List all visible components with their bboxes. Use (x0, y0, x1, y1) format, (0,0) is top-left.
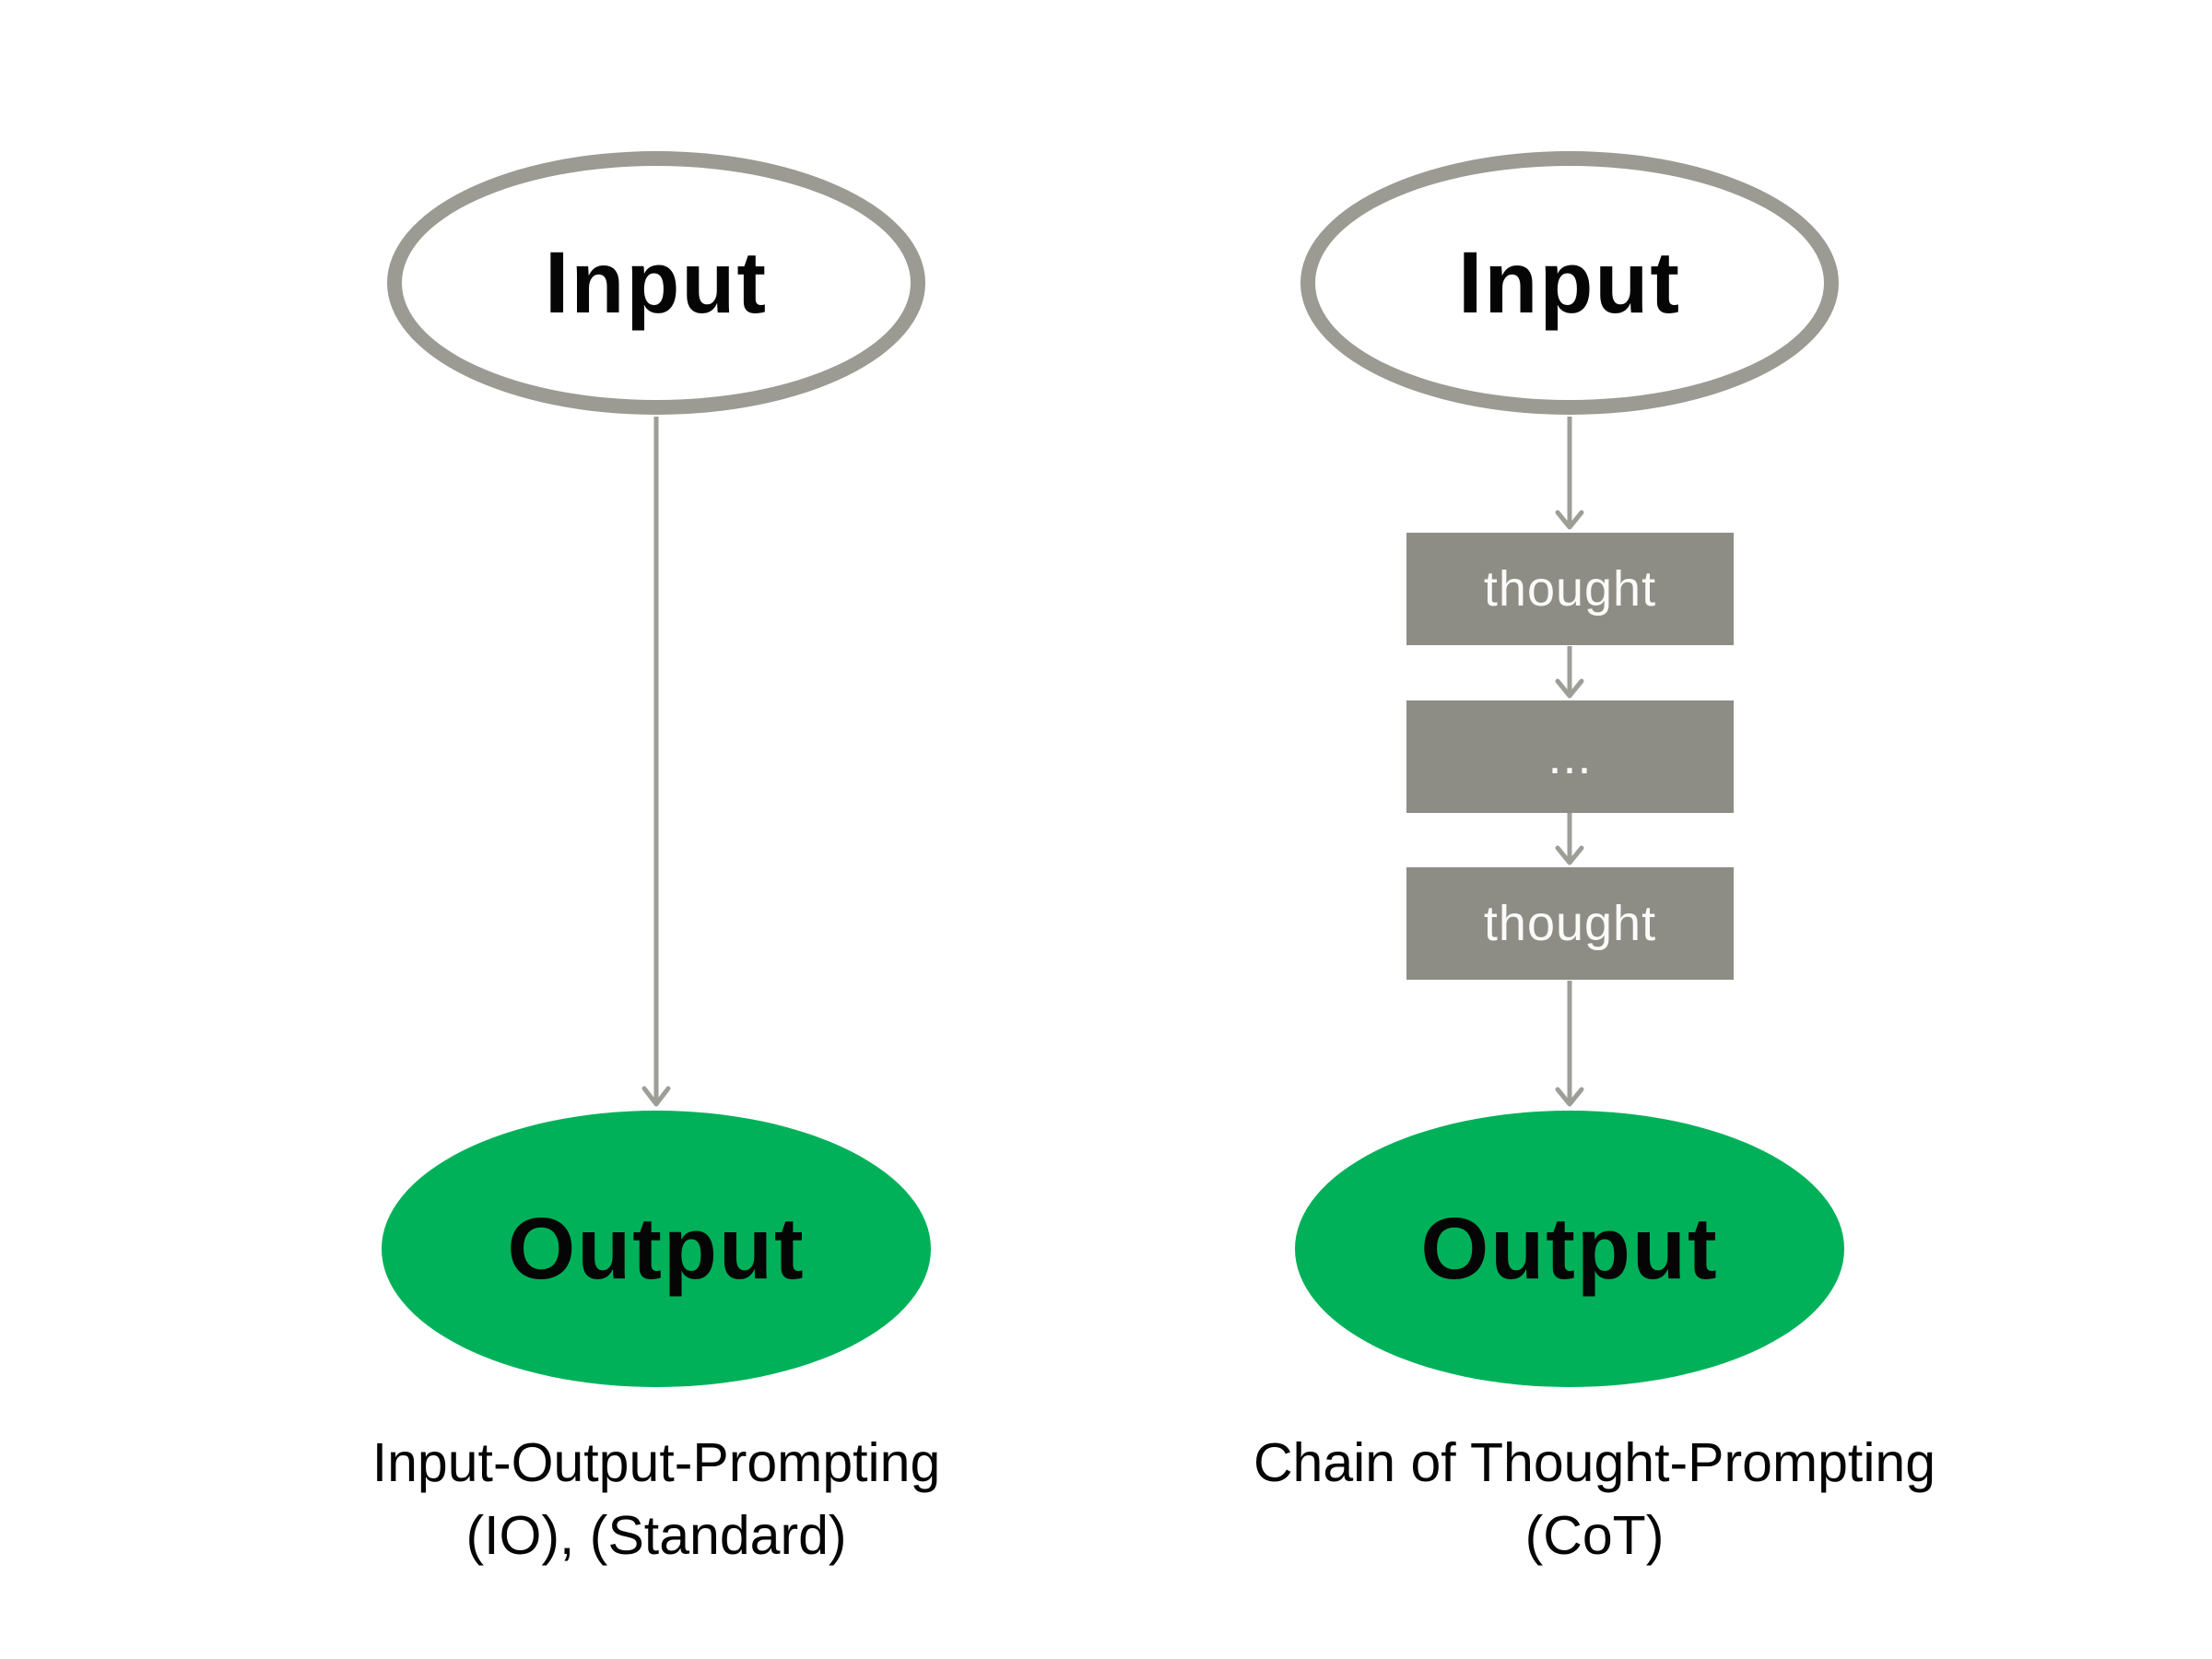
output-node-io: Output (382, 1111, 931, 1387)
thought-box-1: thought (1406, 533, 1734, 645)
output-node-io-label: Output (507, 1199, 806, 1298)
caption-io-line2: (IO), (Standard) (465, 1505, 847, 1566)
arrowhead-down-icon (1555, 1087, 1584, 1107)
caption-cot-line1: Chain of Thought-Prompting (1253, 1432, 1936, 1493)
caption-cot-line2: (CoT) (1524, 1505, 1665, 1566)
output-node-cot-label: Output (1420, 1199, 1719, 1298)
arrow-input-to-thought1 (1555, 417, 1584, 530)
arrowhead-down-icon (1555, 845, 1584, 865)
arrow-thought1-to-ellipsis (1555, 646, 1584, 699)
arrowhead-down-icon (641, 1086, 671, 1107)
input-node-cot: Input (1300, 151, 1839, 415)
input-node-io-label: Input (544, 233, 769, 332)
thought-box-ellipsis: ... (1406, 700, 1734, 813)
thought-box-2-label: thought (1483, 896, 1657, 951)
input-node-io: Input (387, 151, 925, 415)
output-node-cot: Output (1295, 1111, 1844, 1387)
thought-box-ellipsis-label: ... (1547, 729, 1593, 784)
input-node-cot-label: Input (1457, 233, 1682, 332)
thought-box-2: thought (1406, 867, 1734, 980)
thought-box-1-label: thought (1483, 561, 1657, 617)
caption-cot: Chain of Thought-Prompting (CoT) (1152, 1427, 2037, 1572)
caption-io: Input-Output-Prompting (IO), (Standard) (214, 1427, 1099, 1572)
arrow-input-to-output-io (641, 417, 671, 1107)
arrow-ellipsis-to-thought2 (1555, 813, 1584, 865)
arrowhead-down-icon (1555, 678, 1584, 699)
arrowhead-down-icon (1555, 510, 1584, 530)
caption-io-line1: Input-Output-Prompting (371, 1432, 941, 1493)
arrow-thought2-to-output (1555, 981, 1584, 1107)
